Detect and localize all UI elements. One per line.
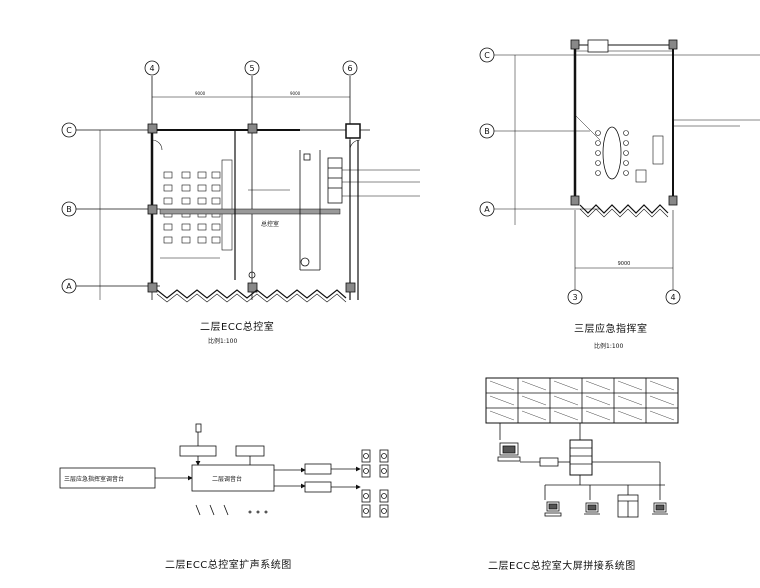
plan2-scale: 比例1:100 [208, 338, 238, 345]
plan3-scale: 比例1:100 [594, 343, 624, 350]
screen-splicing-title: 二层ECC总控室大屏拼接系统图 [488, 561, 636, 572]
axis-label: C [66, 126, 72, 135]
plan2-title: 二层ECC总控室 [200, 322, 275, 333]
axis-label: 3 [572, 293, 577, 302]
plan3-axis-labels: C B A 3 4 9000 [484, 51, 675, 302]
plan2-axis-bubbles [61, 60, 358, 294]
source-box-label: 三层应急指挥室调音台 [64, 475, 124, 483]
mixer-box-label: 二层调音台 [212, 475, 242, 483]
plan-3f-emergency-command-room [494, 39, 760, 290]
axis-label: B [66, 205, 72, 214]
axis-label: 4 [149, 64, 154, 73]
axis-label: B [484, 127, 490, 136]
sound-system-diagram [59, 423, 389, 518]
svg-text:9000: 9000 [195, 91, 206, 96]
axis-label: 5 [249, 64, 254, 73]
plan3-title: 三层应急指挥室 [574, 324, 648, 335]
screen-splicing-diagram [485, 377, 679, 518]
room-label: 总控室 [261, 220, 279, 228]
plan2-axis-labels: 4 5 6 C B A 总控室 [66, 64, 352, 291]
axis-label: 4 [670, 293, 675, 302]
sound-system-labels: 三层应急指挥室调音台 二层调音台 [64, 475, 242, 483]
plan3-axis-bubbles [479, 47, 681, 305]
axis-label: C [484, 51, 490, 60]
axis-label: A [66, 282, 72, 291]
dimension-label: 9000 [618, 261, 631, 267]
plan-2f-ecc-control-room [76, 76, 420, 303]
sound-system-title: 二层ECC总控室扩声系统图 [165, 560, 292, 571]
axis-label: A [484, 205, 490, 214]
svg-text:9000: 9000 [290, 91, 301, 96]
axis-label: 6 [347, 64, 352, 73]
cad-annotation-marks: 9000 9000 [195, 91, 301, 96]
